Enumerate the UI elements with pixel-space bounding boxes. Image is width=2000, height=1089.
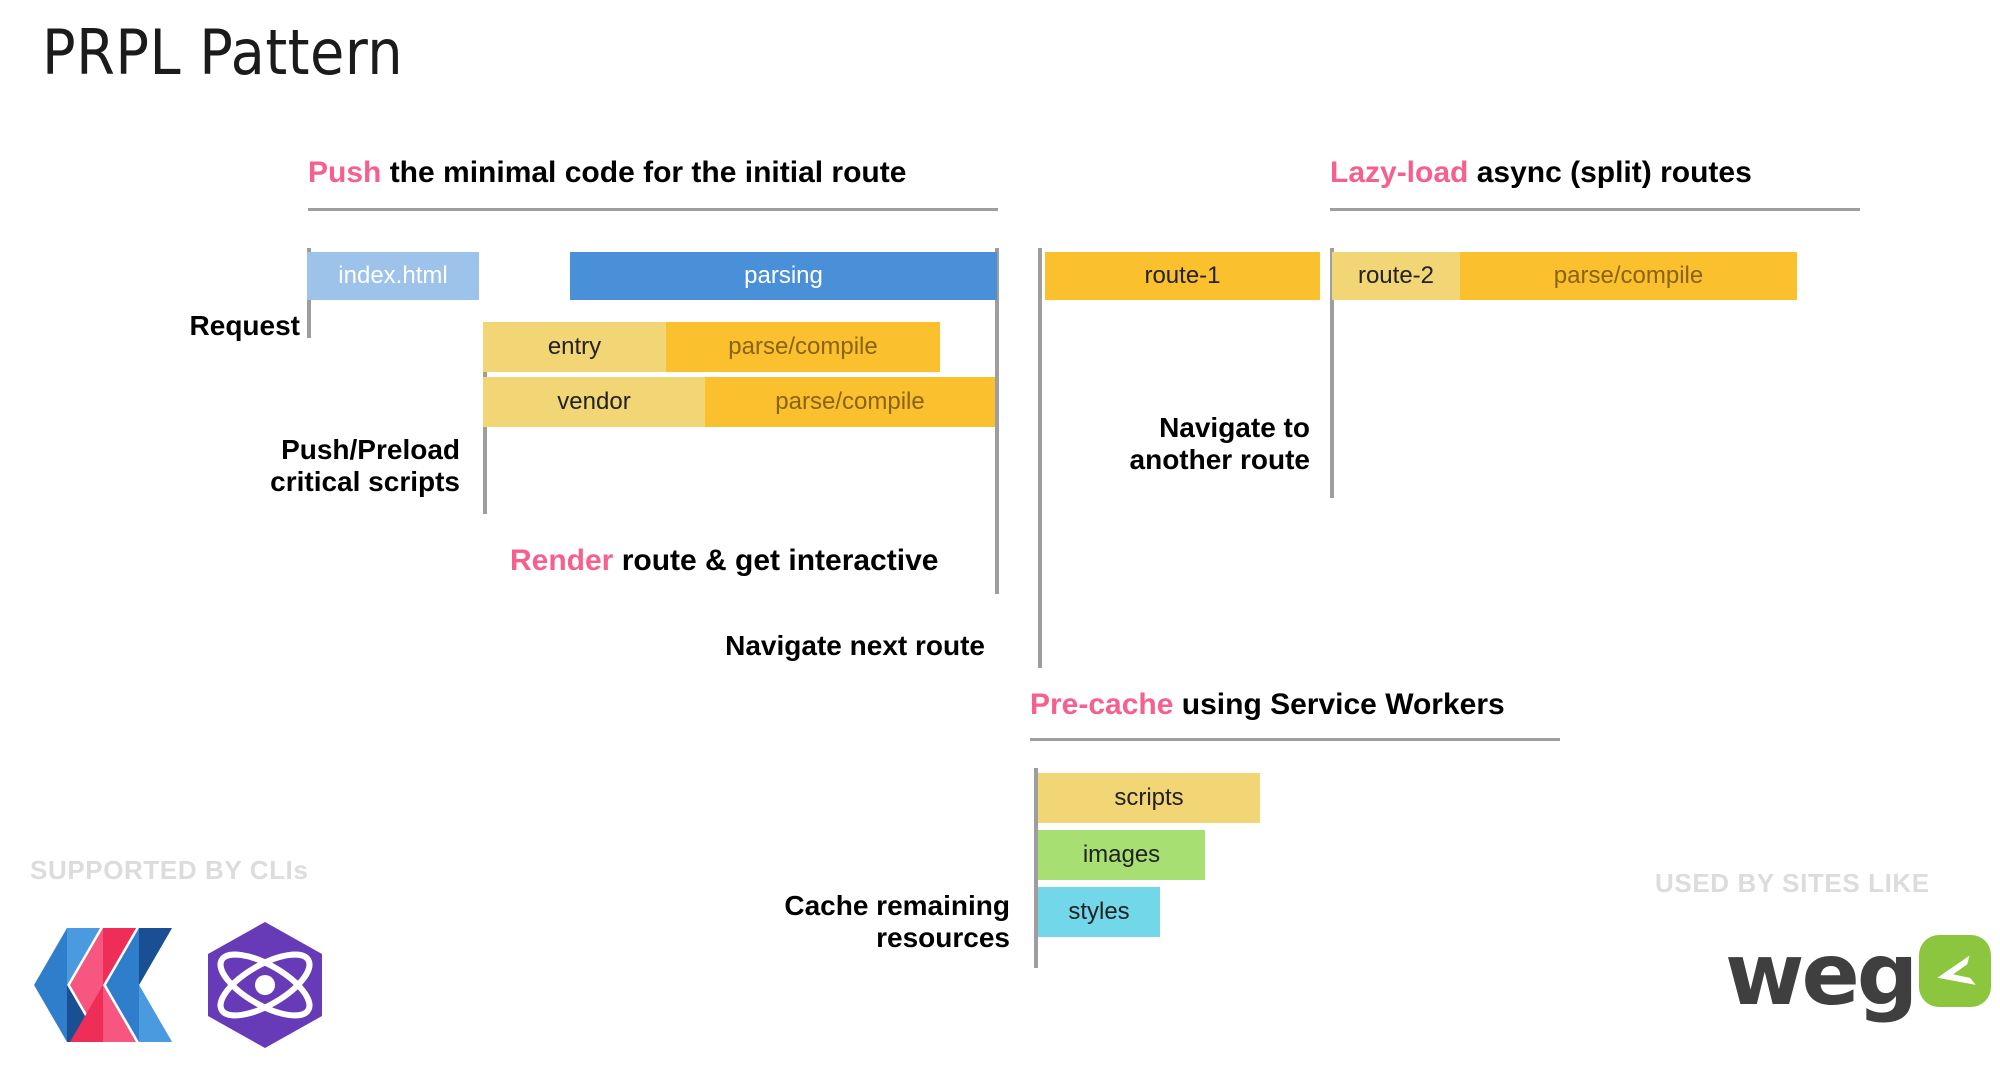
section-rest-render: route & get interactive — [613, 544, 939, 577]
axis-navigate-another — [1330, 248, 1334, 498]
section-rule-push — [308, 208, 998, 211]
section-heading-precache: Pre-cache using Service Workers — [1030, 690, 1505, 720]
section-keyword-lazy: Lazy-load — [1330, 156, 1469, 189]
bar-segment-styles: styles — [1038, 887, 1160, 937]
preact-logo — [200, 920, 330, 1050]
wego-badge — [1919, 935, 1991, 1007]
bar-segment-parse-compile: parse/compile — [705, 377, 995, 427]
section-keyword-push: Push — [308, 156, 382, 189]
wego-logo: wego — [1725, 925, 1991, 1045]
airplane-icon — [1937, 955, 1976, 985]
polymer-logo-icon — [34, 928, 172, 1042]
section-rule-precache — [1030, 738, 1560, 741]
section-heading-push: Push the minimal code for the initial ro… — [308, 158, 906, 188]
page-title: PRPL Pattern — [42, 16, 404, 89]
axis-render-route — [995, 248, 999, 594]
section-heading-render: Render route & get interactive — [510, 546, 938, 576]
section-keyword-precache: Pre-cache — [1030, 688, 1174, 721]
section-keyword-render: Render — [510, 544, 614, 577]
axis-cache-remaining — [1034, 768, 1038, 968]
bar-segment-parse-compile: parse/compile — [1460, 252, 1797, 300]
bar-segment-route-2: route-2 — [1332, 252, 1460, 300]
section-heading-lazy: Lazy-load async (split) routes — [1330, 158, 1752, 188]
stage-label-push-preload: Push/Preload critical scripts — [270, 434, 460, 498]
bar-segment-vendor: vendor — [483, 377, 705, 427]
bar-segment-parsing: parsing — [570, 252, 997, 300]
section-rest-push: the minimal code for the initial route — [381, 156, 907, 189]
section-rest-lazy: async (split) routes — [1468, 156, 1752, 189]
axis-navigate-next — [1038, 248, 1042, 668]
stage-label-navigate-another: Navigate to another route — [1129, 412, 1310, 476]
section-rest-precache: using Service Workers — [1173, 688, 1505, 721]
bar-segment-index-html: index.html — [307, 252, 479, 300]
bar-segment-parse-compile: parse/compile — [666, 322, 940, 372]
stage-label-navigate-next: Navigate next route — [725, 630, 985, 661]
preact-logo-icon — [208, 922, 322, 1048]
bar-segment-images: images — [1038, 830, 1205, 880]
bar-segment-route-1: route-1 — [1045, 252, 1320, 300]
bar-segment-scripts: scripts — [1038, 773, 1260, 823]
footer-caption-left: SUPPORTED BY CLIs — [30, 855, 309, 885]
bar-segment-entry: entry — [483, 322, 666, 372]
polymer-logo — [34, 925, 174, 1045]
stage-label-cache-remaining: Cache remaining resources — [784, 890, 1010, 954]
footer-caption-right: USED BY SITES LIKE — [1655, 868, 1930, 898]
stage-label-request: Request — [189, 310, 300, 341]
section-rule-lazy — [1330, 208, 1860, 211]
